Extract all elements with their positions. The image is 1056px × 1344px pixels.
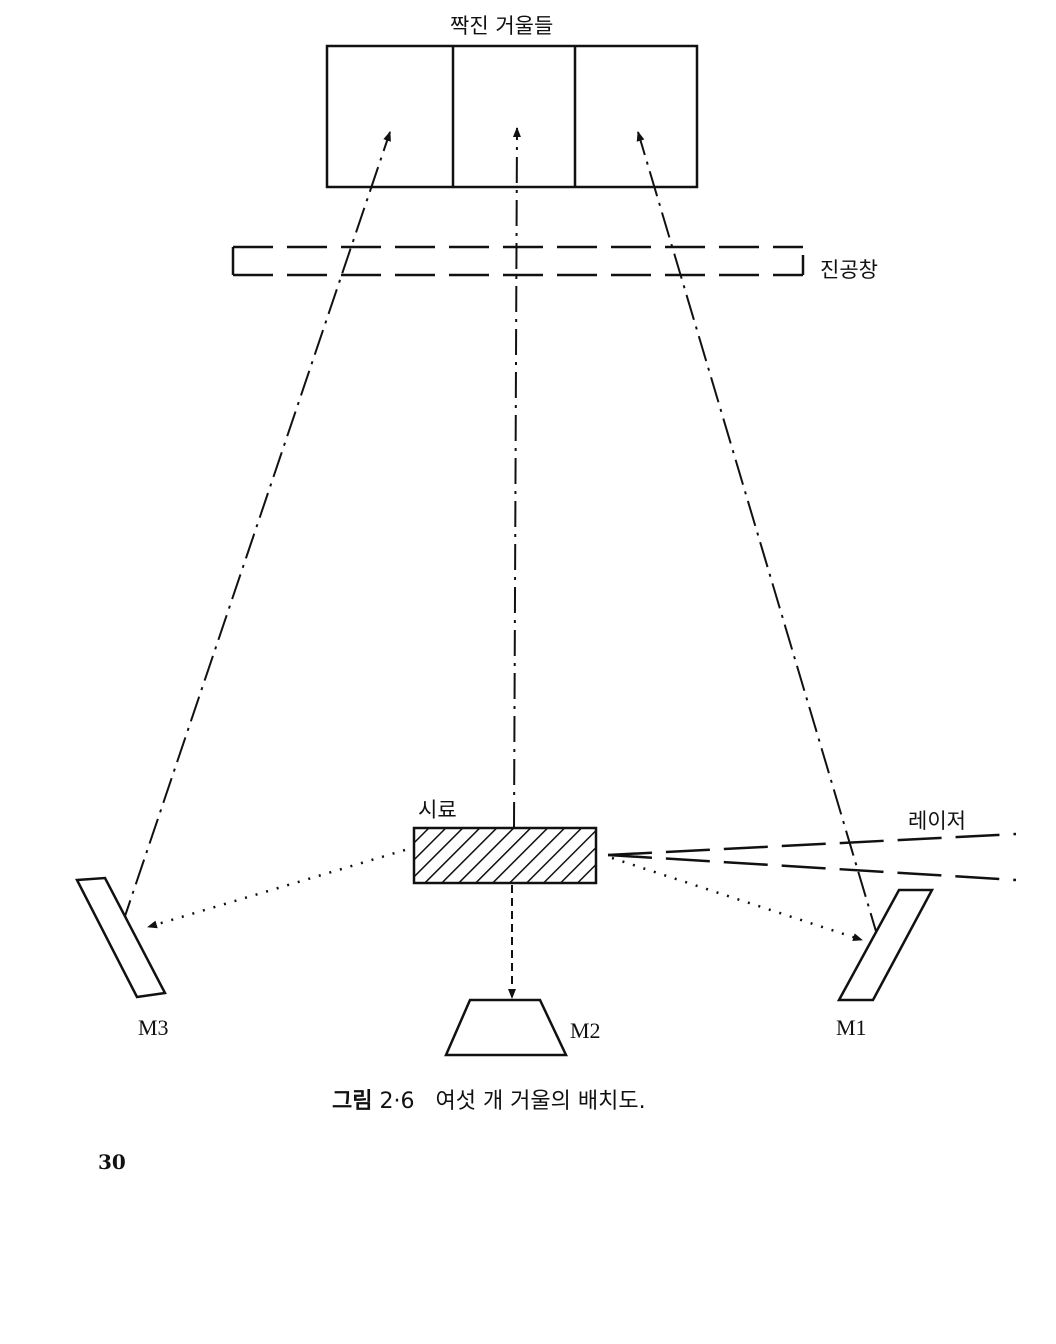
caption-text: 여섯 개 거울의 배치도. [435,1089,646,1114]
mirror-m3-label: M3 [138,1015,169,1040]
mirror-m3 [75,876,167,999]
beam-m3 [121,131,391,926]
laser-beam [607,832,1017,882]
mirror-m2 [444,998,568,1057]
figure-caption: 그림 2·6 여섯 개 거울의 배치도. [332,1083,646,1115]
paired-mirrors-label: 짝진 거울들 [450,14,554,38]
mirror-m1 [836,888,935,1002]
scattered-beams [147,848,863,942]
page-number: 30 [98,1150,126,1174]
mirror-m2-label: M2 [570,1018,601,1043]
caption-prefix: 그림 [332,1089,373,1114]
beam-m2 [512,127,521,829]
laser-label: 레이저 [908,809,966,833]
sample-label: 시료 [418,798,457,822]
vacuum-window [231,245,805,277]
mirror-m1-label: M1 [836,1015,867,1040]
sample-block [412,826,598,885]
reflected-beams [121,127,879,939]
caption-number: 2·6 [379,1089,415,1114]
paired-mirrors-box [325,44,699,189]
beam-m1 [636,131,879,939]
vacuum-window-label: 진공창 [820,258,878,282]
